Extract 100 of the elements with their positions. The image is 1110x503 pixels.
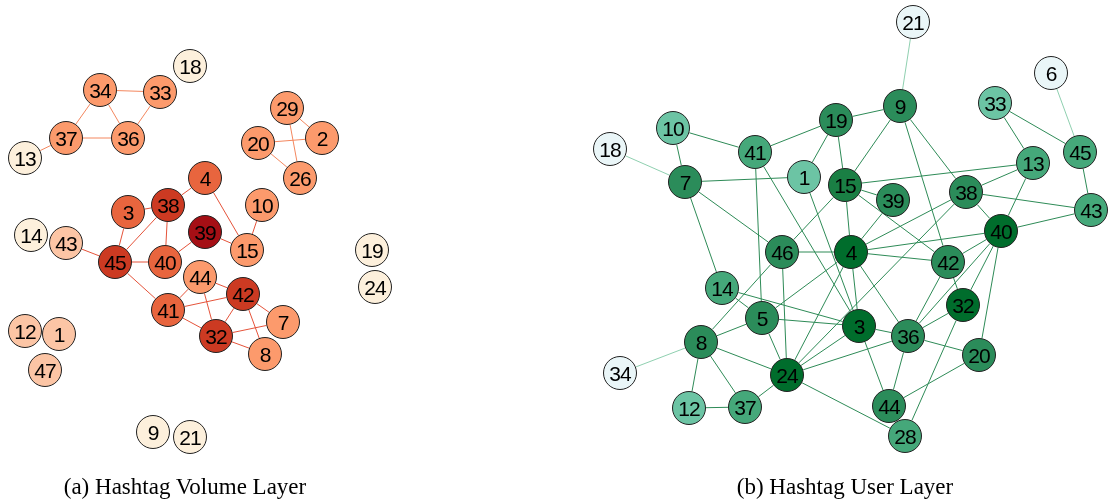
network-edge	[232, 325, 267, 333]
panel-caption: (b) Hashtag User Layer	[735, 473, 955, 501]
network-node: 8	[684, 325, 718, 359]
network-node: 28	[888, 419, 922, 453]
network-edge	[75, 103, 91, 125]
network-node: 26	[283, 161, 317, 195]
network-edge	[981, 169, 1018, 186]
network-edge	[118, 227, 125, 247]
network-node: 9	[136, 415, 170, 449]
network-edge	[981, 247, 999, 339]
network-node: 9	[883, 89, 917, 123]
network-edge	[127, 272, 156, 300]
network-node: 2	[305, 121, 339, 155]
network-edge	[181, 187, 192, 196]
network-node: 10	[656, 111, 690, 145]
network-edge	[165, 221, 168, 246]
network-node: 34	[603, 356, 637, 390]
network-edge	[82, 137, 112, 139]
network-edge	[809, 192, 854, 311]
network-node: 29	[270, 91, 304, 125]
network-edge	[918, 243, 991, 324]
network-edge	[705, 406, 729, 409]
network-node: 38	[949, 175, 983, 209]
network-node: 1	[42, 317, 76, 351]
network-edge	[902, 38, 911, 90]
network-node: 32	[946, 288, 980, 322]
network-edge	[798, 251, 835, 253]
network-node: 7	[266, 305, 300, 339]
network-edge	[81, 248, 100, 257]
network-edge	[1056, 88, 1075, 137]
network-node: 20	[241, 126, 275, 160]
network-node: 7	[668, 165, 702, 199]
network-edge	[220, 238, 232, 244]
network-edge	[800, 335, 846, 366]
network-node: 14	[14, 218, 48, 252]
network-node: 8	[248, 337, 282, 371]
network-node: 36	[891, 319, 925, 353]
network-edge	[701, 177, 788, 182]
network-node: 21	[173, 420, 207, 454]
network-edge	[909, 119, 957, 179]
network-node: 41	[151, 293, 185, 327]
network-edge	[716, 323, 747, 337]
network-edge	[231, 341, 250, 349]
network-edge	[860, 265, 899, 323]
network-edge	[299, 118, 310, 128]
network-node: 41	[738, 135, 772, 169]
network-edge	[270, 153, 288, 168]
network-node: 18	[173, 49, 207, 83]
network-node: 3	[111, 195, 145, 229]
network-edge	[676, 144, 682, 166]
network-edge	[179, 288, 189, 299]
network-node: 43	[1074, 193, 1108, 227]
network-edge	[137, 105, 151, 125]
network-edge	[224, 307, 235, 323]
network-node: 37	[728, 390, 762, 424]
network-edge	[768, 333, 781, 360]
network-edge	[1003, 116, 1025, 150]
network-edge	[860, 189, 878, 196]
network-edge	[215, 282, 228, 289]
network-node: 42	[226, 277, 260, 311]
network-edge	[126, 216, 157, 251]
network-node: 33	[143, 75, 177, 109]
network-edge	[184, 297, 227, 307]
network-edge	[710, 355, 736, 394]
network-edge	[982, 193, 1075, 209]
network-edge	[289, 124, 298, 162]
network-node: 36	[111, 121, 145, 155]
network-edge	[735, 297, 749, 309]
network-edge	[763, 166, 851, 312]
network-node: 5	[745, 301, 779, 335]
network-edge	[690, 197, 717, 273]
network-edge	[737, 292, 844, 322]
network-edge	[1009, 111, 1066, 144]
network-node: 13	[8, 141, 42, 175]
network-edge	[903, 362, 965, 399]
network-edge	[711, 264, 772, 330]
network-node: 18	[593, 132, 627, 166]
network-edge	[251, 220, 258, 235]
network-node: 45	[98, 245, 132, 279]
network-node: 43	[49, 226, 83, 260]
network-node: 24	[358, 270, 392, 304]
network-edge	[793, 196, 834, 241]
network-edge	[837, 136, 844, 169]
network-edge	[248, 309, 260, 339]
network-node: 15	[828, 168, 862, 202]
network-node: 13	[1016, 146, 1050, 180]
network-node: 4	[834, 235, 868, 269]
network-node: 47	[28, 353, 62, 387]
network-edge	[852, 268, 858, 310]
network-edge	[811, 134, 829, 163]
network-edge	[755, 168, 762, 302]
network-node: 45	[1063, 135, 1097, 169]
network-edge	[775, 261, 838, 309]
network-edge	[688, 132, 740, 148]
network-edge	[1082, 168, 1089, 194]
network-edge	[635, 347, 686, 368]
network-edge	[867, 232, 985, 251]
network-edge	[698, 191, 769, 243]
network-node: 40	[984, 214, 1018, 248]
network-edge	[962, 239, 987, 254]
